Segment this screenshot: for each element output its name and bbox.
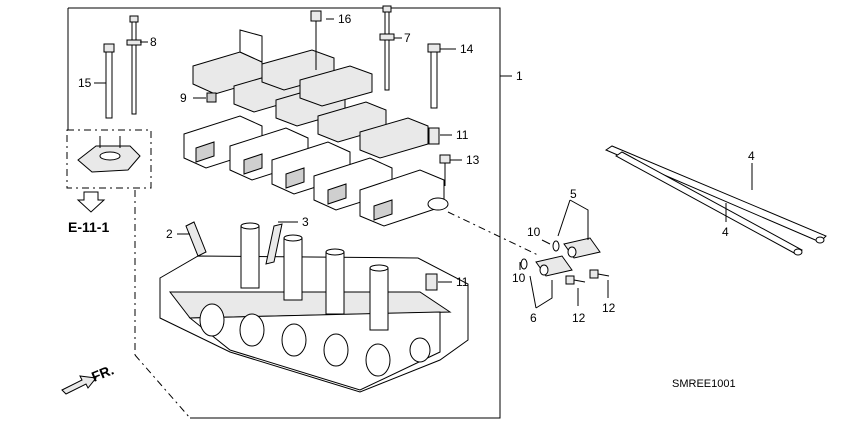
leader-lines <box>94 18 753 309</box>
bolt-13 <box>439 154 451 186</box>
reference-arrow <box>76 191 106 213</box>
callout-3: 3 <box>302 215 309 229</box>
callout-16: 16 <box>338 12 352 26</box>
assembly-frame <box>67 7 501 419</box>
camshaft-holder-group <box>192 29 429 159</box>
bolt-12-right <box>589 269 610 279</box>
bolt-14 <box>427 43 441 109</box>
rocker-arm-group <box>183 115 449 227</box>
dowel-pin-2 <box>185 221 207 257</box>
callout-1: 1 <box>516 69 523 83</box>
bolt-9 <box>206 92 217 103</box>
front-marker-label: FR. <box>89 361 116 384</box>
callouts: 1 2 3 4 4 5 6 7 8 9 10 10 11 11 12 12 13… <box>78 12 755 325</box>
bolt-15 <box>103 43 115 119</box>
reference-label: E-11-1 <box>68 219 109 235</box>
bolt-16 <box>310 10 322 70</box>
diagram-code: SMREE1001 <box>672 378 736 390</box>
callout-14: 14 <box>460 42 474 56</box>
bolt-7 <box>379 5 395 91</box>
callout-8: 8 <box>150 35 157 49</box>
o-ring-10-lower <box>520 258 528 270</box>
callout-7: 7 <box>404 31 411 45</box>
dowel-11-bottom <box>425 273 438 291</box>
cylinder-head <box>159 222 469 393</box>
callout-11-lower: 11 <box>456 275 469 289</box>
callout-4-upper: 4 <box>748 149 755 163</box>
bolt-8 <box>126 15 142 115</box>
callout-9: 9 <box>180 91 187 105</box>
callout-13: 13 <box>466 153 480 167</box>
spool-valve-6 <box>535 255 573 277</box>
spool-valve-5 <box>563 237 601 259</box>
front-arrow <box>61 375 97 395</box>
sealing-bolt-3 <box>265 223 283 265</box>
dowel-11-top <box>428 127 440 145</box>
bolt-12-left <box>565 275 586 285</box>
callout-10-upper: 10 <box>527 225 541 239</box>
callout-11-upper: 11 <box>456 128 469 142</box>
o-ring-10-upper <box>552 240 560 252</box>
callout-15: 15 <box>78 76 92 90</box>
callout-6: 6 <box>530 311 537 325</box>
reference-box <box>66 129 152 189</box>
callout-2: 2 <box>166 227 173 241</box>
callout-12-right: 12 <box>602 301 616 315</box>
callout-10-lower: 10 <box>512 271 526 285</box>
rocker-shaft-lower <box>615 151 803 256</box>
rocker-shaft-upper <box>604 145 827 244</box>
callout-12-left: 12 <box>572 311 586 325</box>
callout-4-lower: 4 <box>722 225 729 239</box>
callout-5: 5 <box>570 187 577 201</box>
